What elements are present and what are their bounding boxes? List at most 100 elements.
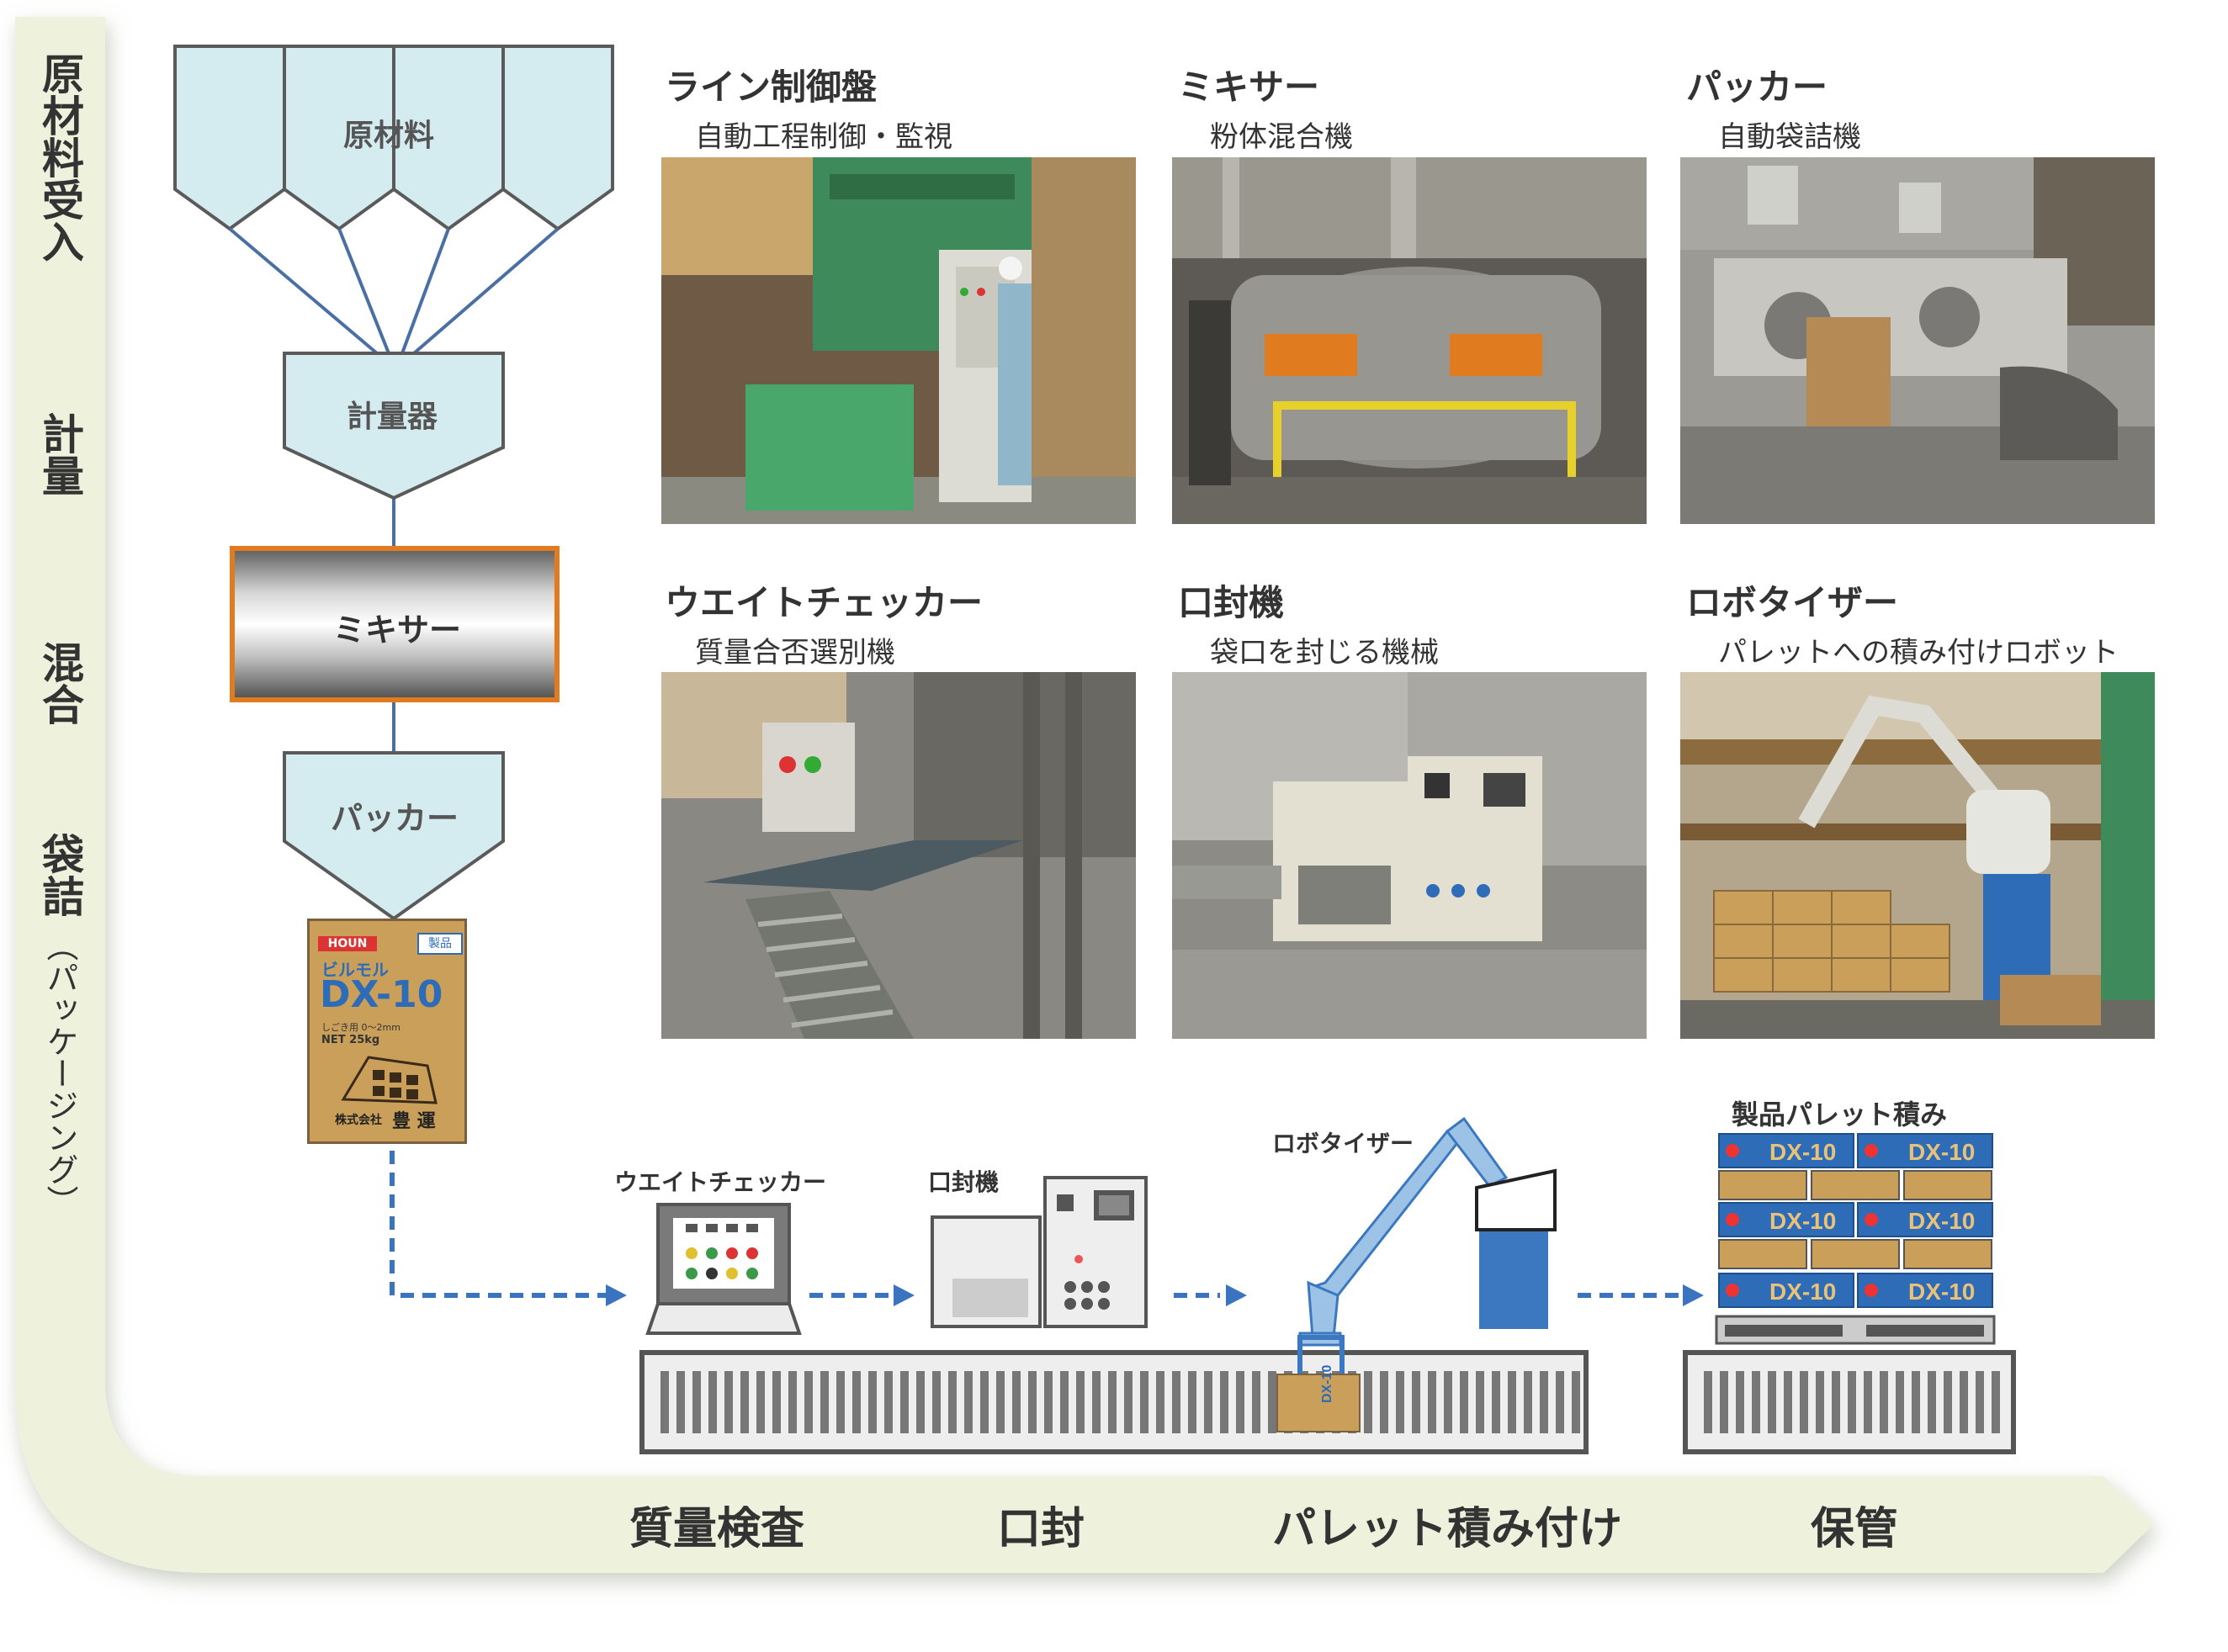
conveyor-roller — [1928, 1371, 1936, 1433]
conveyor-roller — [724, 1371, 733, 1433]
conveyor-roller — [980, 1371, 989, 1433]
conveyor-roller — [996, 1371, 1005, 1433]
pallet-bag-side — [1718, 1170, 1807, 1200]
stage-weighing: 計量 — [32, 412, 88, 506]
connector-lines — [228, 227, 560, 753]
product-bag: HOUN 製品 ビルモル DX-10 しごき用 0〜2mm NET 25kg 株… — [307, 919, 467, 1144]
photo-title-line-control: ライン制御盤 — [665, 66, 878, 108]
pallet-conveyor — [1683, 1350, 2016, 1454]
conveyor-roller — [772, 1371, 781, 1433]
conveyor-roller — [1720, 1371, 1728, 1433]
conveyor-roller — [1396, 1371, 1404, 1433]
bag-series: ビルモル — [321, 960, 389, 980]
bag-name: DX-10 — [320, 973, 443, 1016]
phase-weight-inspection: 質量検査 — [629, 1504, 805, 1554]
conveyor-roller — [676, 1371, 685, 1433]
conveyor-roller — [916, 1371, 925, 1433]
conveyor-roller — [804, 1371, 813, 1433]
conveyor-roller — [900, 1371, 909, 1433]
pallet-base — [1715, 1315, 1996, 1345]
conveyor-roller — [1012, 1371, 1021, 1433]
stage-raw-material-receiving: 原材料受入 — [32, 52, 88, 272]
conveyor-roller — [1220, 1371, 1228, 1433]
conveyor-roller — [1204, 1371, 1212, 1433]
conveyor-roller — [1704, 1371, 1712, 1433]
stage-packaging-note: （パッケージング） — [32, 929, 88, 1230]
conveyor-roller — [1944, 1371, 1952, 1433]
conveyor-roller — [1864, 1371, 1872, 1433]
conveyor-roller — [1556, 1371, 1564, 1433]
photo-subtitle-weight-checker: 質量合否選別機 — [695, 636, 895, 670]
pallet-bag — [1857, 1133, 1993, 1168]
phase-palletizing: パレット積み付け — [1272, 1504, 1623, 1554]
conveyor-roller — [1124, 1371, 1133, 1433]
conveyor-roller — [1768, 1371, 1776, 1433]
label-sealer: 口封機 — [928, 1168, 1000, 1196]
pallet-bag-label: DX-10 — [1769, 1208, 1836, 1234]
pallet-bag — [1857, 1273, 1993, 1308]
bag-logo-icon — [1726, 1213, 1739, 1226]
robot-gripper — [1297, 1335, 1345, 1379]
bag-net: NET 25kg — [321, 1034, 380, 1046]
conveyor-roller — [1784, 1371, 1792, 1433]
robot-body — [1479, 1228, 1548, 1329]
stage-label-text: 袋詰 — [35, 833, 84, 917]
photo-title-sealer: 口封機 — [1178, 582, 1285, 623]
hopper-2 — [283, 45, 395, 231]
conveyor-roller — [836, 1371, 845, 1433]
conveyor-roller — [1268, 1371, 1276, 1433]
photo-subtitle-packer: 自動袋詰機 — [1718, 120, 1861, 154]
raw-material-label: 原材料 — [343, 119, 435, 153]
photo-subtitle-mixer: 粉体混合機 — [1210, 120, 1353, 154]
photo-subtitle-sealer: 袋口を封じる機械 — [1210, 636, 1439, 670]
photo-title-weight-checker: ウエイトチェッカー — [665, 582, 984, 623]
conveyor-roller — [1156, 1371, 1164, 1433]
bag-building-icon — [341, 1056, 438, 1104]
stage-bagging: 袋詰 — [32, 833, 88, 926]
conveyor-roller — [740, 1371, 749, 1433]
photo-subtitle-line-control: 自動工程制御・監視 — [695, 120, 952, 154]
svg-text:DX-10: DX-10 — [1320, 1365, 1334, 1403]
pallet-bag-label: DX-10 — [1908, 1208, 1975, 1234]
conveyor-roller — [932, 1371, 941, 1433]
conveyor-roller — [1044, 1371, 1053, 1433]
robot-arm — [1298, 1116, 1509, 1347]
stage-label-text: 原材料受入 — [35, 52, 84, 262]
bag-logo-icon — [1865, 1144, 1878, 1157]
scale-label: 計量器 — [347, 400, 438, 434]
bag-brand: HOUN — [318, 936, 377, 951]
conveyor-roller — [852, 1371, 861, 1433]
pallet-bag-label: DX-10 — [1769, 1279, 1836, 1305]
hopper-1 — [173, 45, 286, 231]
phase-sealing: 口封 — [997, 1504, 1085, 1554]
conveyor-roller — [1832, 1371, 1840, 1433]
mixer-node — [230, 546, 560, 702]
photo-title-robotizer: ロボタイザー — [1686, 582, 1899, 623]
bag-on-conveyor: DX-10 — [1276, 1365, 1361, 1432]
photo-sealer — [1172, 672, 1647, 1039]
conveyor-roller — [1364, 1371, 1372, 1433]
photo-subtitle-robotizer: パレットへの積み付けロボット — [1718, 636, 2119, 670]
conveyor-roller — [1492, 1371, 1500, 1433]
stage-label-text: （パッケージング） — [41, 929, 78, 1217]
photo-line-control-panel — [661, 157, 1136, 524]
conveyor-roller — [1896, 1371, 1904, 1433]
dashed-flow-arrows — [390, 1151, 1679, 1298]
bag-logo-icon — [1726, 1284, 1739, 1297]
phase-storage: 保管 — [1811, 1504, 1899, 1554]
conveyor-roller — [1752, 1371, 1760, 1433]
conveyor-roller — [1540, 1371, 1548, 1433]
conveyor-roller — [1572, 1371, 1580, 1433]
arrow-heads — [606, 1284, 1704, 1306]
robot-head — [1475, 1168, 1557, 1231]
pallet-bag-side — [1811, 1239, 1900, 1269]
photo-weight-checker — [661, 672, 1136, 1039]
conveyor-roller — [1172, 1371, 1180, 1433]
pallet-bag-label: DX-10 — [1908, 1139, 1975, 1165]
conveyor-roller — [1428, 1371, 1436, 1433]
pallet-bag — [1718, 1273, 1854, 1308]
conveyor-roller — [1076, 1371, 1085, 1433]
conveyor-roller — [708, 1371, 717, 1433]
bag-company-name: 豊 運 — [392, 1111, 436, 1132]
